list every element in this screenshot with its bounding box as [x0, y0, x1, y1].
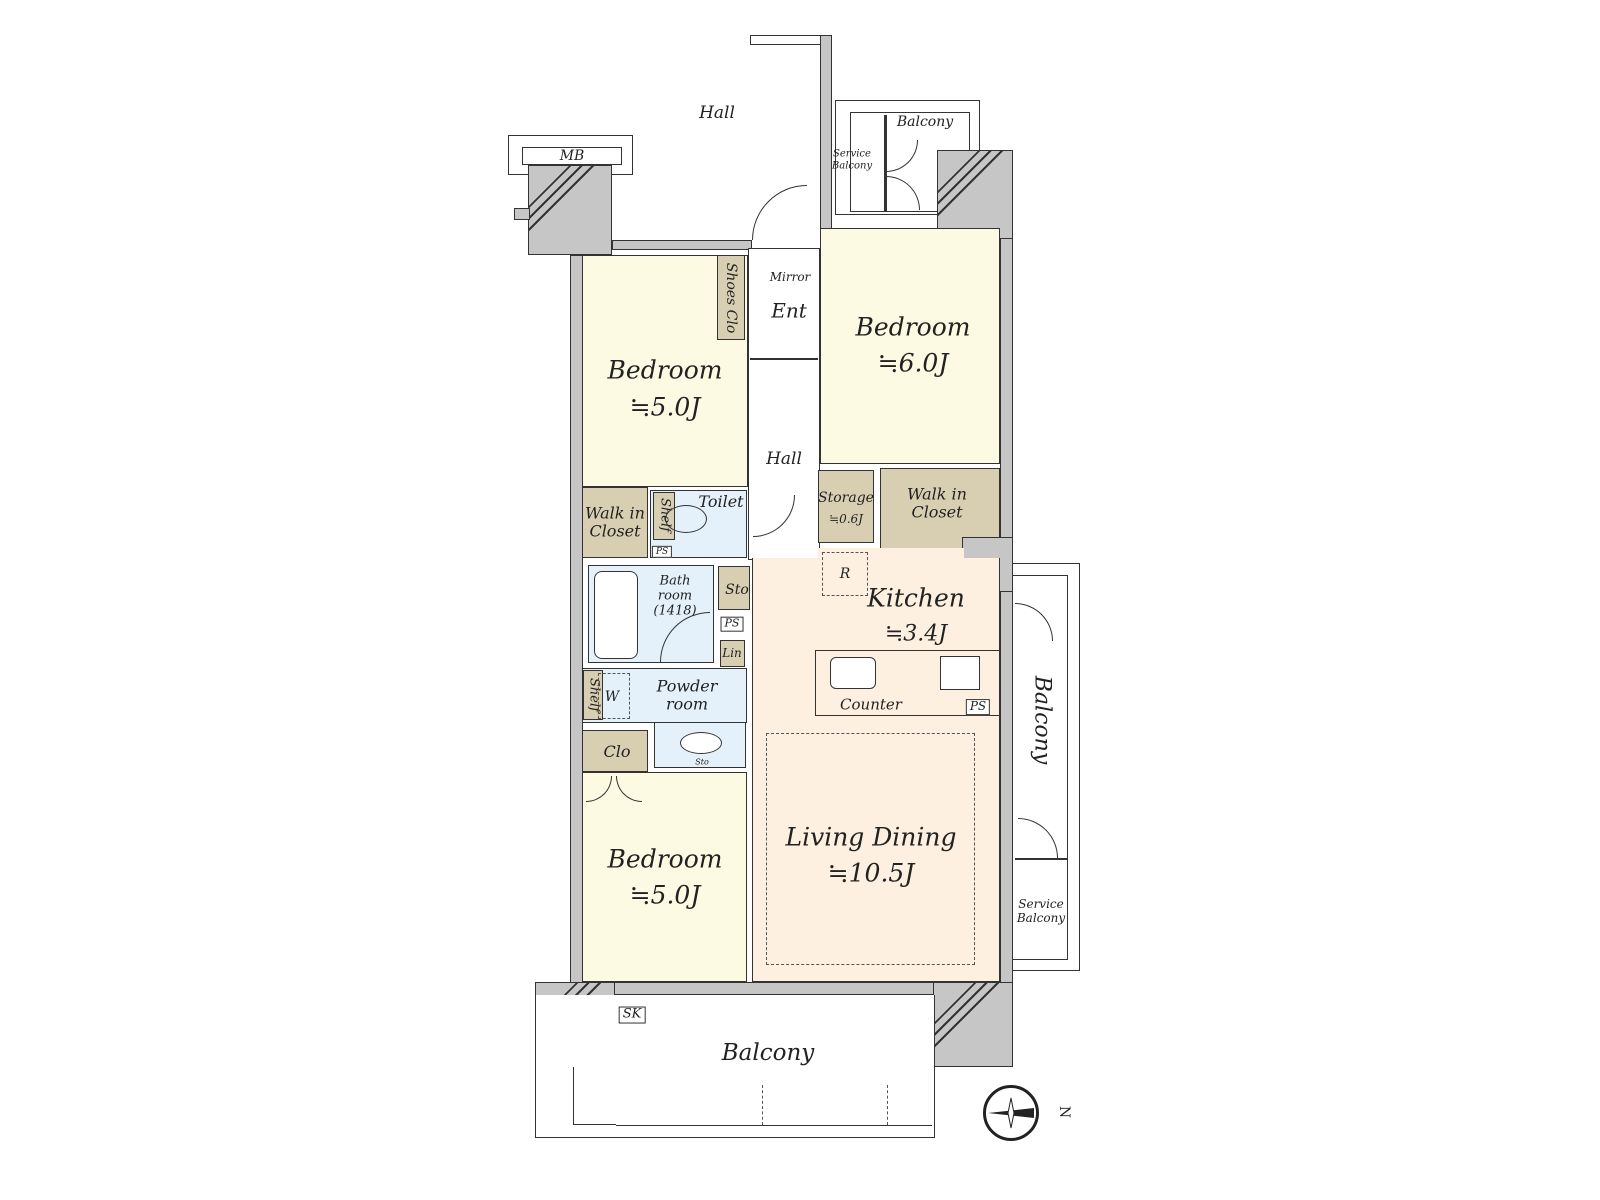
living-dining-area: [766, 733, 975, 965]
ps-bath-label: PS: [720, 616, 744, 632]
walk-in-closet-east-label: Walk in Closet: [907, 484, 967, 522]
compass-north-label: N: [1056, 1105, 1073, 1119]
living-dining-size: ≒10.5J: [827, 858, 915, 888]
refrigerator-space: [822, 552, 868, 596]
kitchen-top: [818, 548, 964, 568]
kitchen-sink-icon: [830, 657, 876, 689]
sto-sink-label: Sto: [695, 757, 709, 767]
partition: [884, 115, 887, 212]
room-bedroom-sw: [582, 772, 747, 982]
ent-label: Ent: [771, 298, 807, 323]
mb-label: MB: [559, 147, 585, 164]
living-dining-name: Living Dining: [785, 822, 957, 852]
sk-label: SK: [618, 1006, 646, 1024]
bedroom-nw-name: Bedroom: [607, 355, 723, 385]
hall-center-label: Hall: [766, 449, 802, 470]
kitchen-name: Kitchen: [867, 583, 965, 613]
powder-room: [582, 668, 747, 723]
shoes-clo-label: Shoes Clo: [723, 262, 740, 334]
bedroom-sw-name: Bedroom: [607, 844, 723, 874]
storage: [818, 470, 874, 543]
room-living-dining-kitchen: [752, 558, 1000, 982]
bedroom-sw-size: ≒5.0J: [629, 880, 701, 910]
bedroom-ne-name: Bedroom: [855, 312, 971, 342]
balcony-top-label: Balcony: [896, 113, 954, 130]
entrance-step: [750, 358, 818, 360]
service-balcony-east-label: Service Balcony: [1016, 897, 1066, 925]
sink-icon: [680, 732, 722, 754]
wall: [514, 208, 530, 220]
bedroom-ne-size: ≒6.0J: [877, 348, 949, 378]
hall-top-label: Hall: [699, 103, 735, 124]
walk-in-closet-west: [582, 487, 648, 558]
counter-label: Counter: [840, 695, 902, 714]
storage-size: ≒0.6J: [829, 512, 863, 527]
powder-room-label: Powder room: [656, 676, 718, 714]
meter-box-inner: [522, 147, 622, 165]
stove-icon: [940, 656, 980, 690]
sto-closet: [718, 566, 750, 610]
clo-label: Clo: [603, 741, 631, 761]
closet-clo: [582, 730, 648, 772]
sto-label: Sto: [725, 581, 749, 598]
structural-column: [937, 150, 1013, 240]
kitchen-size: ≒3.4J: [884, 621, 948, 647]
ps-kitchen-label: PS: [965, 699, 991, 715]
washer-label: W: [604, 688, 620, 705]
ps-toilet-label: PS: [651, 545, 673, 559]
partition-dashed: [887, 1085, 888, 1125]
storage-name: Storage: [818, 489, 874, 506]
toilet-icon: [665, 505, 707, 533]
wall: [612, 240, 752, 250]
structural-column: [933, 982, 1013, 1067]
washer-space: [598, 673, 630, 719]
wall-line: [750, 35, 830, 45]
compass-icon: [983, 1085, 1039, 1141]
toilet-label: Toilet: [698, 491, 744, 511]
bathtub-icon: [594, 571, 638, 659]
shelf-powder-label: Shelf: [586, 678, 602, 712]
service-balcony-top-label: Service Balcony: [831, 148, 873, 172]
balcony-east-label: Balcony: [1029, 675, 1055, 765]
refrigerator-label: R: [839, 565, 851, 582]
structural-column: [528, 165, 612, 255]
mirror-label: Mirror: [769, 270, 811, 285]
linen-closet: [720, 640, 745, 667]
lin-label: Lin: [722, 646, 742, 661]
balcony-bottom-floor: [616, 996, 932, 1126]
wall: [820, 35, 832, 250]
bedroom-nw-size: ≒5.0J: [629, 392, 701, 422]
balcony-bottom-label: Balcony: [721, 1039, 815, 1066]
bath-label: Bath room (1418): [653, 573, 697, 619]
east-wall: [1000, 238, 1013, 998]
shoes-closet: [717, 255, 745, 340]
room-bedroom-ne: [820, 228, 1000, 464]
walk-in-closet-west-label: Walk in Closet: [585, 503, 645, 541]
entrance-door[interactable]: [752, 185, 807, 240]
partition: [1015, 858, 1067, 860]
partition-dashed: [762, 1085, 763, 1125]
